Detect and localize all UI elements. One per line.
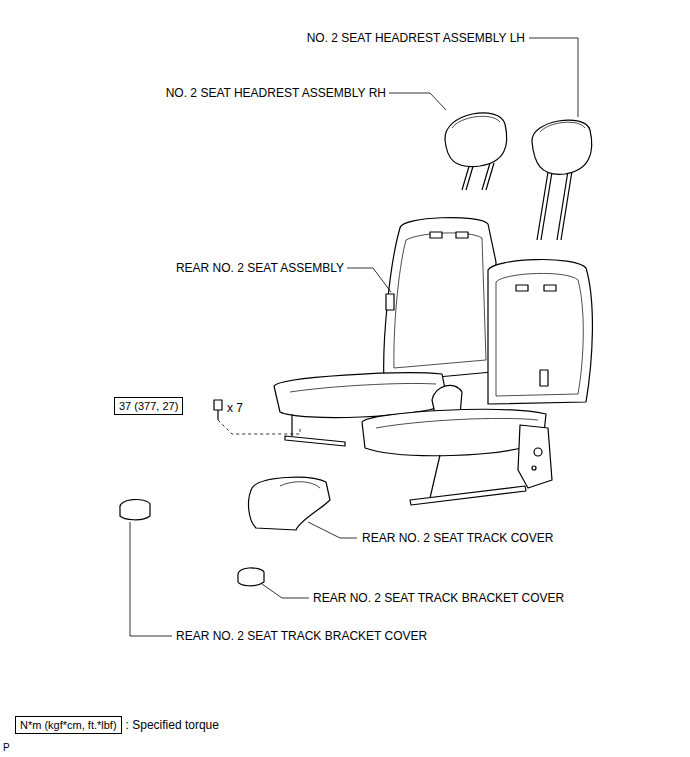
headrest-rh — [445, 113, 507, 167]
leader-line — [308, 522, 357, 538]
bolt-location-line — [218, 420, 300, 434]
headrest-post — [541, 172, 552, 240]
headrest-seam — [540, 122, 585, 132]
headrest-post — [482, 163, 490, 190]
part-name: NO. 2 SEAT HEADREST ASSEMBLY RH — [166, 86, 386, 100]
seat-bracket — [518, 425, 552, 488]
track-cover-detail — [280, 482, 320, 488]
leader-line — [262, 584, 309, 598]
leader-line — [389, 93, 446, 110]
seat-leg — [430, 455, 440, 498]
seat-back-panel — [394, 233, 486, 368]
part-name: NO. 2 SEAT HEADREST ASSEMBLY LH — [307, 31, 525, 45]
leader-line — [347, 268, 391, 292]
quantity: x 7 — [227, 401, 243, 415]
seat-back — [488, 260, 592, 404]
part-name: REAR NO. 2 SEAT TRACK BRACKET COVER — [176, 629, 427, 643]
track-cover — [249, 477, 330, 530]
seat-track — [285, 436, 345, 446]
headrest-post — [486, 163, 494, 190]
seat-lever — [386, 294, 394, 310]
seat-leg — [291, 414, 292, 436]
seat-cushion — [274, 373, 448, 418]
seat-back-panel — [496, 273, 583, 396]
torque-box: 37 (377, 27) — [114, 397, 183, 415]
leader-line — [130, 522, 172, 636]
bracket-cover — [238, 568, 264, 586]
seat-lever — [540, 370, 548, 386]
headrest-post — [561, 171, 572, 240]
cushion-seam — [376, 418, 538, 428]
headrest-lh — [532, 120, 592, 174]
seat-track — [410, 486, 526, 505]
part-name: REAR NO. 2 SEAT TRACK COVER — [362, 531, 553, 545]
legend-text: : Specified torque — [126, 718, 219, 732]
cushion-seam — [290, 383, 436, 392]
headrest-seam — [452, 116, 500, 128]
headrest-hole — [456, 232, 468, 238]
headrest-hole — [516, 285, 528, 291]
torque-box: N*m (kgf*cm, ft.*lbf) — [15, 716, 122, 734]
part-name: REAR NO. 2 SEAT TRACK BRACKET COVER — [313, 591, 564, 605]
bolt — [214, 400, 222, 410]
bracket-cover — [120, 499, 150, 519]
torque-value: N*m (kgf*cm, ft.*lbf) — [20, 719, 117, 731]
bolt — [217, 410, 218, 420]
bracket-pivot — [532, 466, 536, 470]
part-name: REAR NO. 2 SEAT ASSEMBLY — [176, 261, 344, 275]
headrest-hole — [544, 285, 556, 291]
bracket-pivot — [534, 448, 542, 456]
seat-back — [384, 218, 496, 382]
headrest-hole — [430, 232, 442, 238]
figure-code: P — [3, 741, 10, 755]
leader-line — [529, 38, 578, 117]
torque-value: 37 (377, 27) — [119, 400, 178, 412]
